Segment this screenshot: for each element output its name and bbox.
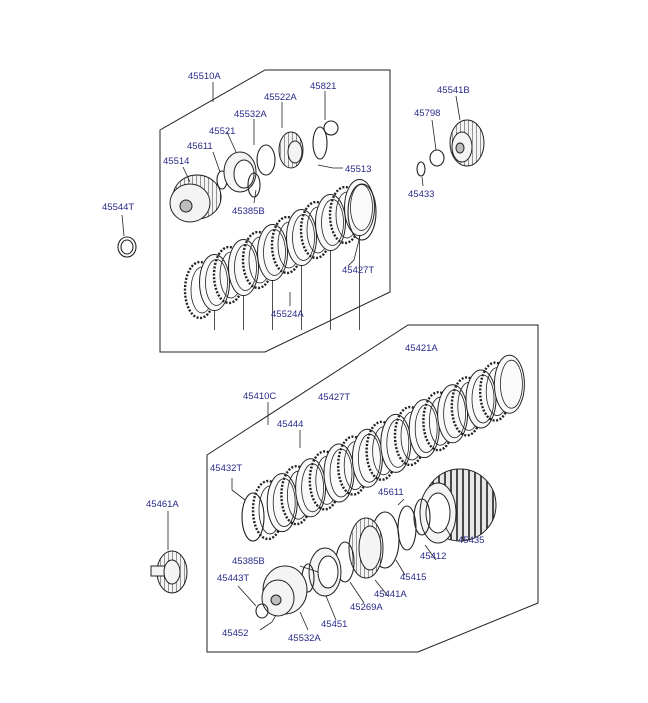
washer-45544T [117, 236, 137, 258]
upper-drum-assembly [169, 120, 339, 223]
label-45798: 45798 [414, 108, 440, 119]
label-45821: 45821 [310, 81, 336, 92]
label-45443T: 45443T [217, 573, 249, 584]
label-45532A-lower: 45532A [288, 633, 321, 644]
ring-45385B [247, 172, 261, 198]
label-45451: 45451 [321, 619, 347, 630]
lower-leader-lines [231, 402, 451, 631]
gear-drum-45514 [169, 174, 222, 223]
clutch-plate [493, 354, 525, 414]
lower-assembly-frame [206, 324, 539, 653]
snap-ring-45821a [312, 126, 328, 160]
label-45521: 45521 [209, 126, 235, 137]
label-45522A: 45522A [264, 92, 297, 103]
snap-ring-45432T [241, 492, 265, 542]
ring-45433 [416, 161, 426, 177]
label-45524A: 45524A [271, 309, 304, 320]
label-45435: 45435 [458, 535, 484, 546]
label-45544T: 45544T [102, 202, 134, 213]
label-45532A: 45532A [234, 109, 267, 120]
upper-assembly-frame [159, 69, 391, 353]
snap-ring-45427T [347, 183, 377, 241]
upper-clutch-plates [183, 179, 377, 330]
gear-shaft-45461A [150, 511, 188, 594]
drum-45452 [261, 565, 308, 617]
label-45432T: 45432T [210, 463, 242, 474]
washer-45798 [429, 149, 445, 167]
label-45427T: 45427T [342, 265, 374, 276]
lower-clutch-plates [251, 354, 525, 541]
gear-45441A [348, 517, 384, 579]
seal-45532A [256, 144, 276, 176]
clutch-plate-inner [499, 359, 523, 409]
label-45415: 45415 [400, 572, 426, 583]
spring-45522A [278, 131, 304, 169]
gear-45541B [449, 95, 485, 167]
label-45541B: 45541B [437, 85, 470, 96]
label-45611-lower-label: 45611 [378, 487, 404, 498]
label-45611: 45611 [187, 141, 213, 152]
ring-45821 [323, 120, 339, 136]
label-45510A: 45510A [188, 71, 221, 82]
label-45444: 45444 [277, 419, 303, 430]
label-45452: 45452 [222, 628, 248, 639]
label-45433: 45433 [408, 189, 434, 200]
hub-45435 [419, 468, 497, 544]
label-45385B-lower: 45385B [232, 556, 265, 567]
label-45410C: 45410C [243, 391, 276, 402]
part-labels: 45510A 45821 45522A 45532A 45521 45611 4… [102, 71, 484, 644]
label-45427T-lower: 45427T [318, 392, 350, 403]
label-45412: 45412 [420, 551, 446, 562]
piston-45521 [223, 151, 257, 193]
upper-leader-lines [182, 82, 361, 306]
label-45514: 45514 [163, 156, 189, 167]
washer-45443T [255, 603, 269, 619]
label-45513: 45513 [345, 164, 371, 175]
loose-parts [117, 95, 485, 594]
label-45441A: 45441A [374, 589, 407, 600]
label-45461A: 45461A [146, 499, 179, 510]
clutch-plate [344, 179, 375, 236]
ring-45412 [397, 505, 417, 551]
piston-45451 [308, 547, 342, 597]
lower-drum-assembly [241, 468, 497, 619]
label-45421A: 45421A [405, 343, 438, 354]
ring-45611-lower [413, 498, 431, 536]
label-45269A: 45269A [350, 602, 383, 613]
label-45385B: 45385B [232, 206, 265, 217]
